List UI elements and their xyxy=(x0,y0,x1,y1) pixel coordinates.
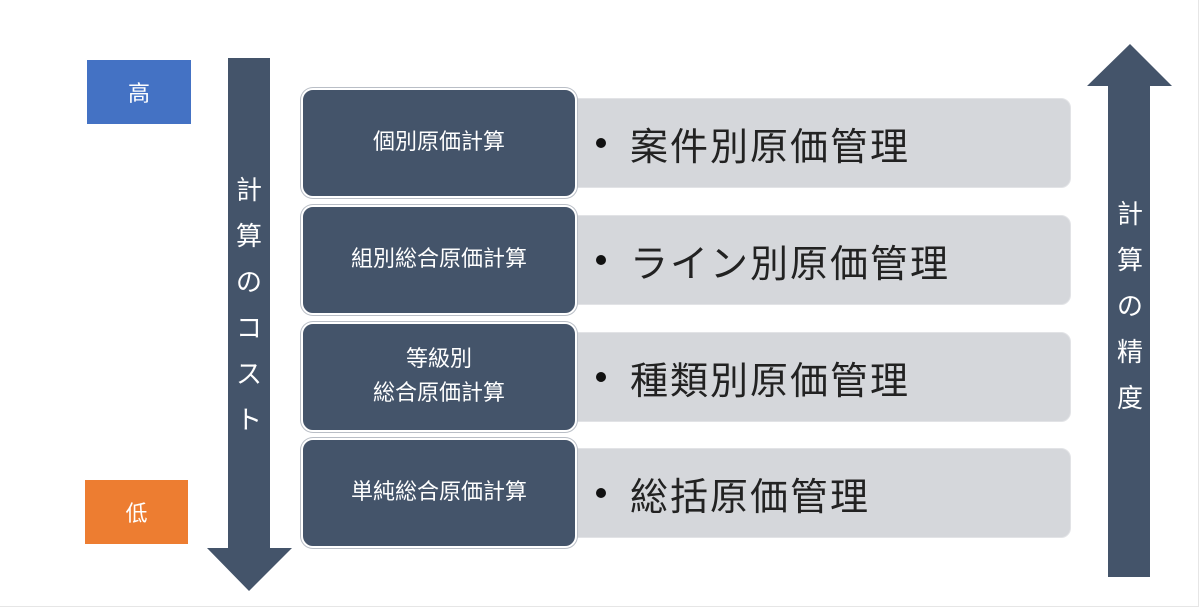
accuracy-axis-char: 度 xyxy=(1116,384,1143,414)
accuracy-axis-label: 計 算 の 精 度 xyxy=(1109,192,1151,422)
costing-method-text: 総合原価計算 xyxy=(372,381,505,406)
low-label: 低 xyxy=(125,502,148,527)
low-label-badge: 低 xyxy=(85,480,188,544)
accuracy-axis-char: の xyxy=(1116,292,1143,322)
high-label-badge: 高 xyxy=(87,60,191,124)
management-text: 総括原価管理 xyxy=(630,474,871,519)
management-bar: 案件別原価管理 xyxy=(540,98,1071,188)
costing-method-text: 個別原価計算 xyxy=(372,130,505,155)
management-bar: 総括原価管理 xyxy=(540,448,1071,538)
management-text: 案件別原価管理 xyxy=(630,124,911,169)
cost-axis-char: の xyxy=(235,268,262,298)
cost-axis-char: ス xyxy=(235,360,262,390)
costing-method-text: 単純総合原価計算 xyxy=(350,480,527,505)
accuracy-axis-char: 算 xyxy=(1116,246,1143,276)
cost-axis-char: 計 xyxy=(235,176,262,206)
costing-method-box: 組別総合原価計算 xyxy=(301,205,577,315)
cost-down-arrow xyxy=(207,58,292,591)
management-bar: 種類別原価管理 xyxy=(540,332,1071,422)
accuracy-axis-char: 精 xyxy=(1116,338,1143,368)
management-text: ライン別原価管理 xyxy=(630,241,951,286)
management-text: 種類別原価管理 xyxy=(630,358,911,403)
bullet-icon xyxy=(596,138,606,148)
accuracy-axis-char: 計 xyxy=(1116,200,1143,230)
costing-method-text: 等級別 xyxy=(405,347,472,372)
costing-method-box: 個別原価計算 xyxy=(301,88,577,198)
high-label: 高 xyxy=(127,82,150,107)
bullet-icon xyxy=(596,488,606,498)
cost-axis-char: 算 xyxy=(235,222,262,252)
costing-method-text: 組別総合原価計算 xyxy=(350,247,527,272)
accuracy-up-arrow xyxy=(1087,44,1172,577)
costing-method-box: 単純総合原価計算 xyxy=(301,438,577,548)
bullet-icon xyxy=(596,372,606,382)
cost-axis-char: コ xyxy=(235,314,262,344)
cost-axis-label: 計 算 の コ ス ト xyxy=(228,168,270,444)
management-bar: ライン別原価管理 xyxy=(540,215,1071,305)
bullet-icon xyxy=(596,255,606,265)
costing-method-box: 等級別 総合原価計算 xyxy=(301,322,577,432)
cost-axis-char: ト xyxy=(235,406,262,436)
